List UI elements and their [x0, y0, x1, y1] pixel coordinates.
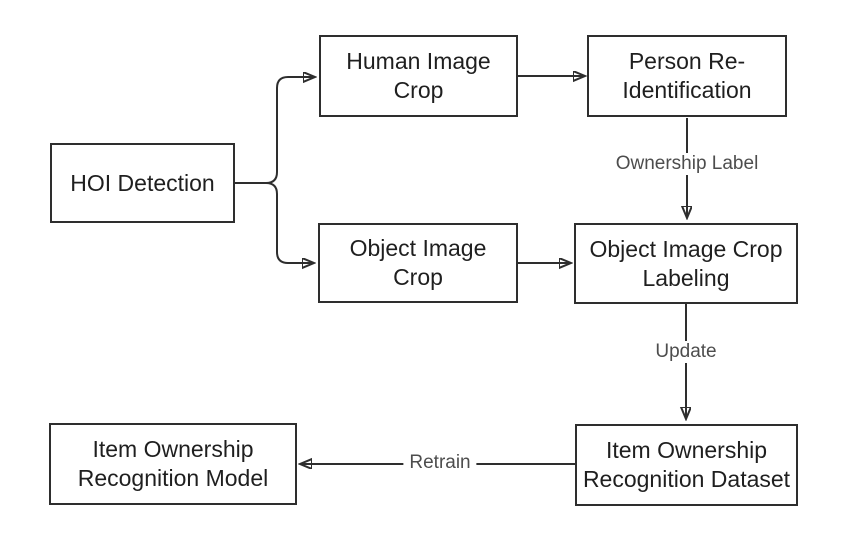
node-object-image-crop-label-line2: Crop	[393, 264, 443, 290]
node-dataset-label: Item Ownership	[605, 437, 768, 463]
node-item-ownership-recognition-dataset: Item Ownership Recognition Dataset	[575, 424, 798, 506]
node-person-re-identification: Person Re- Identification	[587, 35, 787, 117]
node-person-re-identification-label: Person Re-	[628, 48, 746, 74]
node-object-image-crop-labeling-label: Object Image Crop	[589, 235, 783, 262]
edge-label-update: Update	[649, 341, 723, 363]
edge-hoi-to-object-image-crop	[235, 182, 313, 263]
node-object-image-crop: Object Image Crop	[318, 223, 518, 303]
node-human-image-crop-label-line2: Crop	[393, 77, 444, 103]
node-model-label-line2: Recognition Model	[77, 465, 269, 491]
node-human-image-crop-label: Human Image	[346, 48, 491, 74]
node-hoi-detection-label: HOI Detection	[70, 169, 215, 196]
node-object-image-crop-labeling: Object Image Crop Labeling	[574, 223, 798, 304]
node-hoi-detection: HOI Detection	[50, 143, 235, 223]
node-person-re-identification-label-line2: Identification	[622, 77, 752, 103]
node-object-image-crop-labeling-label-line2: Labeling	[642, 264, 730, 291]
edge-label-retrain: Retrain	[403, 452, 477, 474]
node-dataset-label-line2: Recognition Dataset	[582, 466, 791, 492]
node-model-label: Item Ownership	[92, 436, 254, 462]
node-human-image-crop: Human Image Crop	[319, 35, 518, 117]
edge-hoi-to-human-image-crop	[235, 77, 314, 184]
node-object-image-crop-label: Object Image	[349, 235, 487, 261]
node-item-ownership-recognition-model: Item Ownership Recognition Model	[49, 423, 297, 505]
edge-label-ownership-label: Ownership Label	[609, 153, 765, 175]
